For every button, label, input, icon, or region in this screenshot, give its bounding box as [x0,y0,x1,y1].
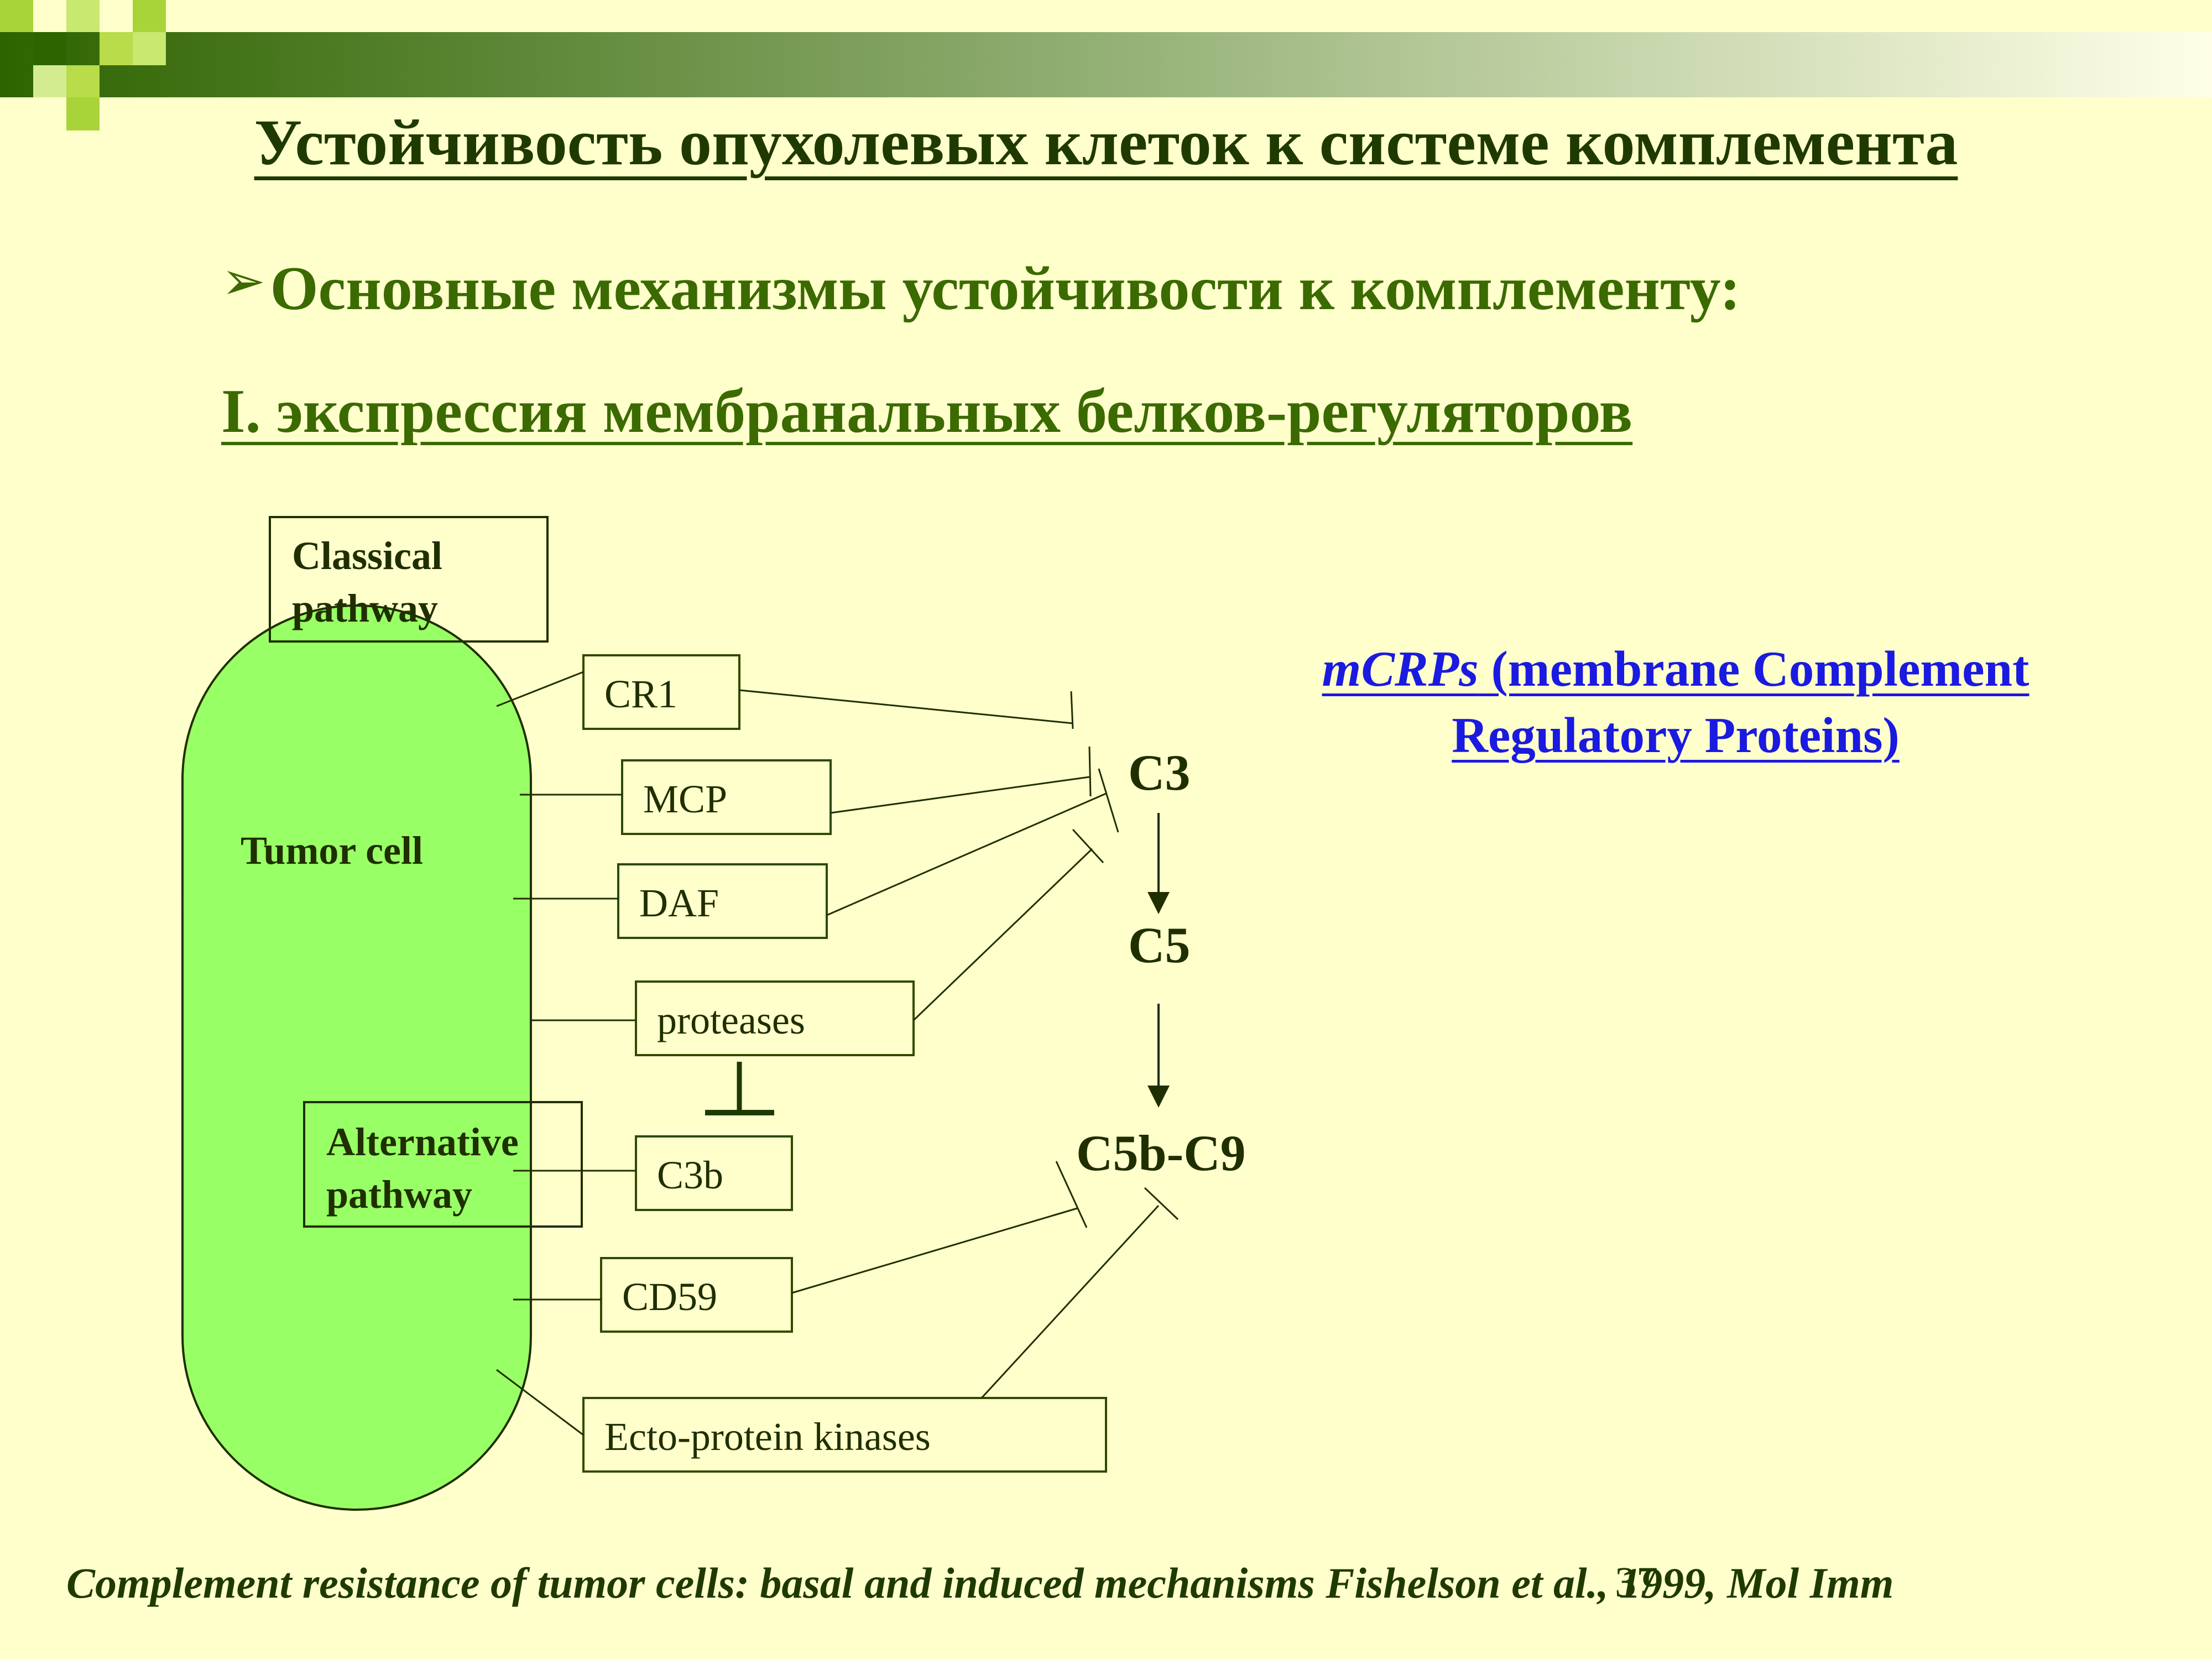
inhibit-ecto-bar [1144,1187,1179,1220]
page-number: 37 [1615,1558,1658,1606]
bullet-text: Основные механизмы устойчивости к компле… [270,254,1741,323]
inhibit-proteases-bar [1072,828,1104,864]
cd59-box [600,1257,793,1333]
header-square [133,32,166,65]
header-square [33,65,66,97]
connector-cr1 [496,671,584,707]
cr1-box [582,654,740,730]
classical-pathway-box [269,516,549,643]
mcp-box [621,759,832,835]
mechanism-point: I. экспрессия мембранальных белков-регул… [221,377,1633,446]
header-square [66,97,100,131]
inhibit-daf [826,792,1107,916]
inhibition-lines [739,689,1179,1399]
alternative-label-line1: Alternative [326,1120,519,1164]
classical-pathway-label: Classical pathway [292,530,442,635]
header-square [66,0,100,32]
header-square [133,0,166,32]
daf-label: DAF [639,881,719,925]
slide-title: Устойчивость опухолевых клеток к системе… [254,106,1958,179]
inhibit-cr1-bar [1070,691,1074,729]
classical-label-line1: Classical [292,534,443,578]
header-square [66,65,100,97]
header-square [100,32,133,65]
inhibit-mcp [830,776,1090,814]
mcp-label: MCP [643,777,728,821]
c5b-c9-label: C5b-C9 [1076,1125,1246,1181]
header-square [0,0,33,32]
tumor-cell-shape [181,604,532,1511]
ecto-kinases-label: Ecto-protein kinases [604,1415,931,1459]
bullet-arrow-icon: ➢ [221,250,266,312]
mcrp-note[interactable]: mCRPs (membrane Complement Regulatory Pr… [1266,636,2085,769]
citation: Complement resistance of tumor cells: ba… [66,1559,1894,1607]
proteases-box [635,980,915,1056]
cr1-label: CR1 [604,672,678,716]
c3b-box [635,1135,793,1211]
tumor-cell-label: Tumor cell [241,828,424,873]
mcrp-line2: Regulatory Proteins) [1452,707,1900,764]
inhibit-proteases [912,848,1093,1021]
proteases-label: proteases [657,998,805,1042]
c3-label: C3 [1128,744,1191,801]
alternative-pathway-label: Alternative pathway [326,1116,519,1221]
header-gradient-bar [0,32,2212,97]
inhibit-ecto [980,1204,1160,1399]
inhibit-mcp-bar [1088,746,1092,797]
cell-connectors [496,671,636,1436]
inhibit-cr1 [739,689,1073,724]
connector-ecto [496,1369,584,1436]
c3b-label: C3b [657,1153,724,1197]
daf-box [617,863,828,939]
inhibit-daf-bar [1098,768,1119,833]
inhibit-cd59-bar [1055,1161,1088,1228]
header-decoration [0,0,2212,131]
c5-label: C5 [1128,917,1191,973]
alternative-label-line2: pathway [326,1172,473,1217]
alternative-pathway-box [303,1101,583,1228]
bullet-heading: ➢Основные механизмы устойчивости к компл… [221,250,1741,325]
inhibit-cd59 [791,1207,1078,1294]
header-square [33,32,66,65]
cd59-label: CD59 [622,1275,718,1319]
mcrp-line1-rest: (membrane Complement [1478,641,2030,697]
mcrp-abbreviation: mCRPs [1322,641,1479,697]
classical-label-line2: pathway [292,586,439,631]
